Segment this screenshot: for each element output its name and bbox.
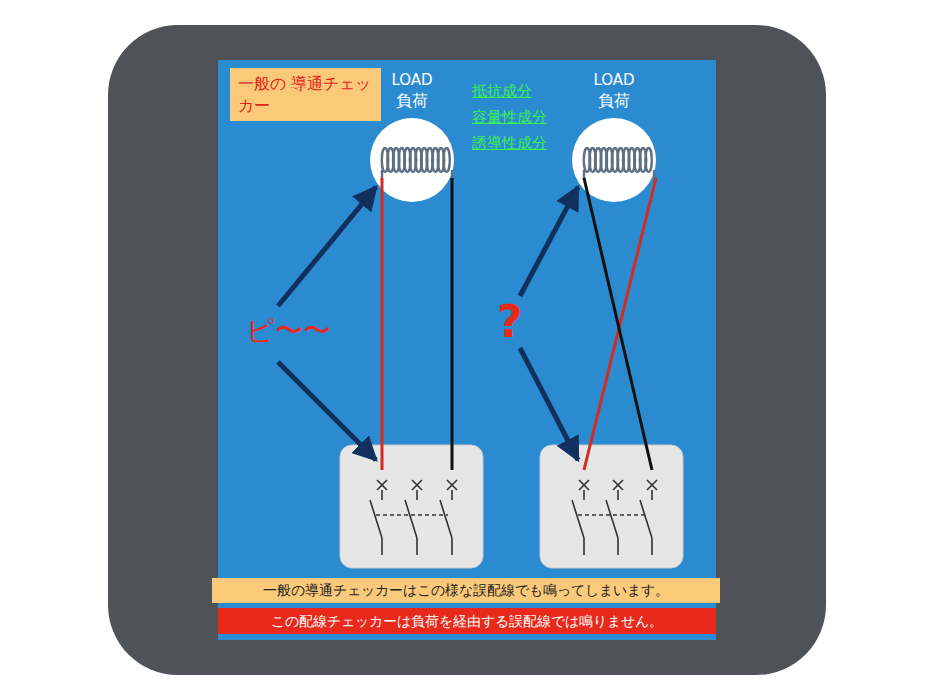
contact-line xyxy=(451,538,453,555)
pointer-arrow xyxy=(278,362,376,460)
contact-blade xyxy=(606,500,618,538)
contact-blade xyxy=(440,500,452,538)
ganged-link xyxy=(376,514,448,516)
outer-frame xyxy=(108,25,826,675)
switch-box xyxy=(540,445,683,568)
black-wire xyxy=(584,178,652,470)
contact-line xyxy=(583,490,585,500)
contact-blade xyxy=(370,500,382,538)
component-label: 誘導性成分 xyxy=(472,135,547,152)
terminal-mark xyxy=(377,480,387,490)
terminal-mark xyxy=(412,480,422,490)
contact-line xyxy=(651,538,653,555)
terminal-mark xyxy=(613,480,623,490)
contact-line xyxy=(416,490,418,500)
coil-turn xyxy=(443,148,449,172)
contact-line xyxy=(416,538,418,555)
pointer-arrow xyxy=(520,187,578,296)
terminal-mark xyxy=(447,480,457,490)
note-bar: 一般の導通チェッカーはこの様な誤配線でも鳴ってしまいます。 xyxy=(212,578,720,603)
contact-blade xyxy=(640,500,652,538)
load-label: LOAD xyxy=(391,72,432,89)
contact-line xyxy=(617,538,619,555)
note-bar: この配線チェッカーは負荷を経由する誤配線では鳴りません。 xyxy=(218,608,716,634)
node-text: この配線チェッカーは負荷を経由する誤配線では鳴りません。 xyxy=(271,612,663,631)
blue-panel xyxy=(218,60,716,640)
contact-line xyxy=(651,490,653,500)
contact-line xyxy=(583,538,585,555)
pointer-arrow xyxy=(278,187,376,306)
contact-line xyxy=(617,490,619,500)
beep-label: ピ〜〜 xyxy=(246,315,331,347)
component-label: 容量性成分 xyxy=(472,109,547,126)
node-text: 一般の 導通チェッカー xyxy=(238,73,373,116)
contact-blade xyxy=(572,500,584,538)
terminal-mark xyxy=(377,480,387,490)
coil-windings xyxy=(382,148,654,180)
question-mark: ? xyxy=(497,297,523,348)
pointer-arrow xyxy=(520,348,578,460)
coil-turn xyxy=(645,148,651,172)
terminal-mark xyxy=(613,480,623,490)
red-wire xyxy=(381,178,384,470)
contact-blade xyxy=(405,500,417,538)
terminal-mark xyxy=(447,480,457,490)
red-wire xyxy=(584,178,656,470)
terminal-mark xyxy=(412,480,422,490)
terminal-mark xyxy=(579,480,589,490)
contact-line xyxy=(381,490,383,500)
terminal-mark xyxy=(647,480,657,490)
ganged-link xyxy=(578,514,648,516)
black-wire xyxy=(451,178,454,470)
switch-symbols xyxy=(370,480,657,555)
terminal-mark xyxy=(647,480,657,490)
contact-line xyxy=(451,490,453,500)
load-label: 負荷 xyxy=(396,92,428,110)
contact-line xyxy=(381,538,383,555)
title-box: 一般の 導通チェッカー xyxy=(230,68,381,121)
component-label: 抵抗成分 xyxy=(472,83,532,100)
load-label: LOAD xyxy=(593,72,634,89)
load-label: 負荷 xyxy=(598,92,630,110)
load-circle xyxy=(572,118,656,202)
terminal-mark xyxy=(579,480,589,490)
switch-box xyxy=(340,445,483,568)
node-text: 一般の導通チェッカーはこの様な誤配線でも鳴ってしまいます。 xyxy=(263,581,669,600)
